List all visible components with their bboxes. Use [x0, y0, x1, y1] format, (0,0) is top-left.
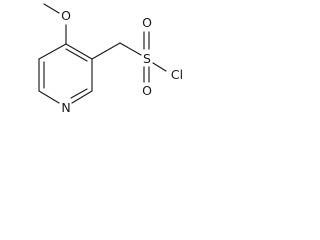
bond-n-c2	[71, 90, 93, 104]
bond-ch2-sulfur	[119, 42, 142, 56]
atom-nitrogen: N	[61, 100, 70, 115]
atom-sulfur: S	[143, 51, 151, 66]
bond-n-c2-inner	[70, 88, 88, 99]
bond-c3-ch2	[91, 42, 121, 60]
atom-oxygen-methoxy: O	[61, 8, 71, 23]
bond-c6-n	[38, 90, 60, 104]
atom-chlorine: Cl	[171, 67, 183, 82]
bond-c3-c4-inner	[65, 48, 88, 62]
bond-sulfur-chlorine	[152, 62, 167, 72]
chemical-structure: O N S O O Cl	[38, 3, 183, 115]
bond-c3-c4	[65, 43, 93, 60]
atom-oxygen-sulfonyl-top: O	[142, 15, 152, 30]
bond-methyl-oxygen	[43, 3, 60, 14]
atom-oxygen-sulfonyl-bottom: O	[142, 83, 152, 98]
bond-c4-c5	[38, 43, 67, 60]
